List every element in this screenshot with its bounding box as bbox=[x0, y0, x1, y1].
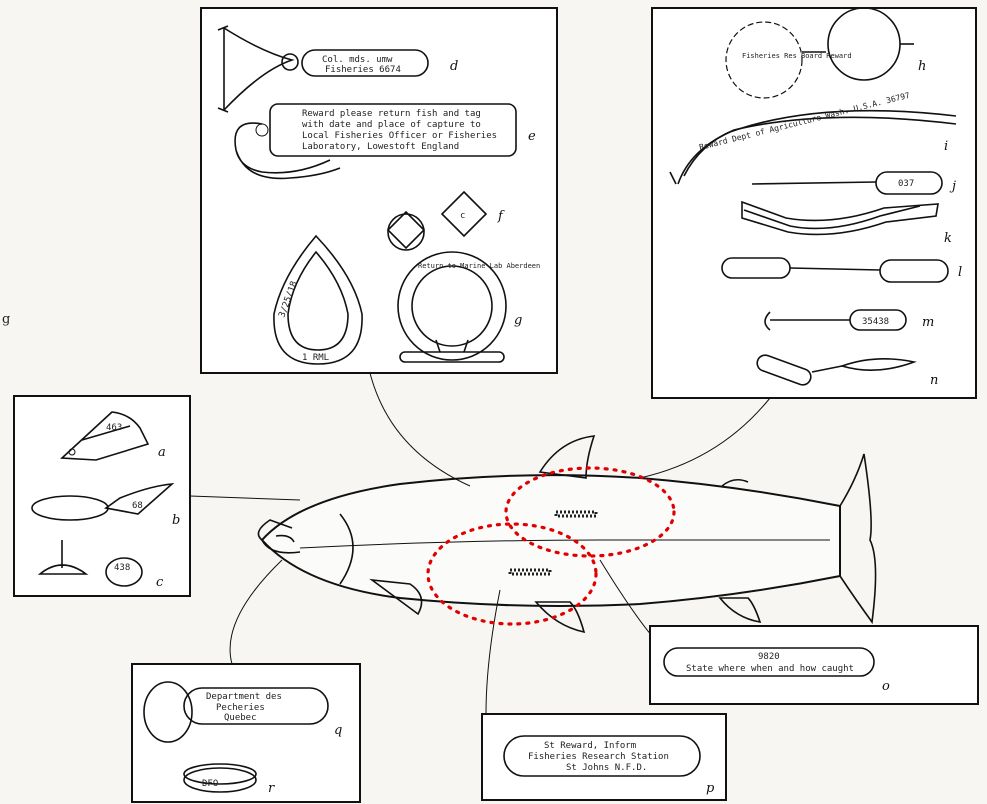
tag-r-text: DFO bbox=[202, 779, 218, 789]
tag-d-letter: d bbox=[450, 59, 458, 74]
tag-m-text: 35438 bbox=[862, 317, 889, 327]
tag-h-letter: h bbox=[918, 59, 926, 74]
tag-o-line1: 9820 bbox=[758, 652, 780, 662]
tag-p-line3: St Johns N.F.D. bbox=[566, 763, 647, 773]
tag-p-line2: Fisheries Research Station bbox=[528, 752, 669, 762]
tag-e-line3: Local Fisheries Officer or Fisheries bbox=[302, 131, 497, 141]
tag-p-letter: p bbox=[706, 781, 715, 796]
tag-b-letter: b bbox=[172, 513, 180, 528]
tag-k-letter: k bbox=[944, 231, 952, 246]
tag-e-line1: Reward please return fish and tag bbox=[302, 109, 481, 119]
tag-i-letter: i bbox=[944, 139, 948, 154]
tag-e-letter: e bbox=[528, 129, 536, 144]
tag-e-line4: Laboratory, Lowestoft England bbox=[302, 142, 459, 152]
tag-n-letter: n bbox=[930, 373, 938, 388]
tag-j-text: 037 bbox=[898, 179, 914, 189]
panel-top-right bbox=[652, 8, 976, 398]
tag-g-letter: g bbox=[514, 313, 522, 328]
tag-q-line3: Quebec bbox=[224, 713, 257, 723]
tag-h-disc-text: Fisheries Res Board Reward bbox=[742, 52, 852, 60]
tag-q-line1: Department des bbox=[206, 692, 282, 702]
tag-o-line2: State where when and how caught bbox=[686, 664, 854, 674]
salmon-drawing bbox=[258, 436, 875, 632]
tag-e-line2: with date and place of capture to bbox=[302, 120, 481, 130]
tag-p-line1: St Reward, Inform bbox=[544, 741, 636, 751]
tag-o-letter: o bbox=[882, 679, 890, 694]
tag-d-text1: Col. mds. umw bbox=[322, 55, 393, 65]
tag-r-letter: r bbox=[268, 781, 275, 796]
tag-c-letter: c bbox=[156, 575, 164, 590]
svg-text:c: c bbox=[460, 211, 465, 221]
panel-left bbox=[14, 396, 190, 596]
tag-l-letter: l bbox=[958, 265, 962, 280]
tag-a-text: 463 bbox=[106, 423, 122, 433]
tag-m-letter: m bbox=[922, 315, 934, 330]
tag-g-text-right: Return to Marine Lab Aberdeen bbox=[418, 262, 540, 270]
tag-a-letter: a bbox=[158, 445, 166, 460]
tag-d-text2: Fisheries 6674 bbox=[325, 65, 401, 75]
tag-q-letter: q bbox=[334, 723, 342, 738]
tag-g-text-left2: 1 RML bbox=[302, 353, 329, 363]
tag-q-line2: Pecheries bbox=[216, 703, 265, 713]
svg-text:68: 68 bbox=[132, 501, 143, 511]
tag-c-text: 438 bbox=[114, 563, 130, 573]
